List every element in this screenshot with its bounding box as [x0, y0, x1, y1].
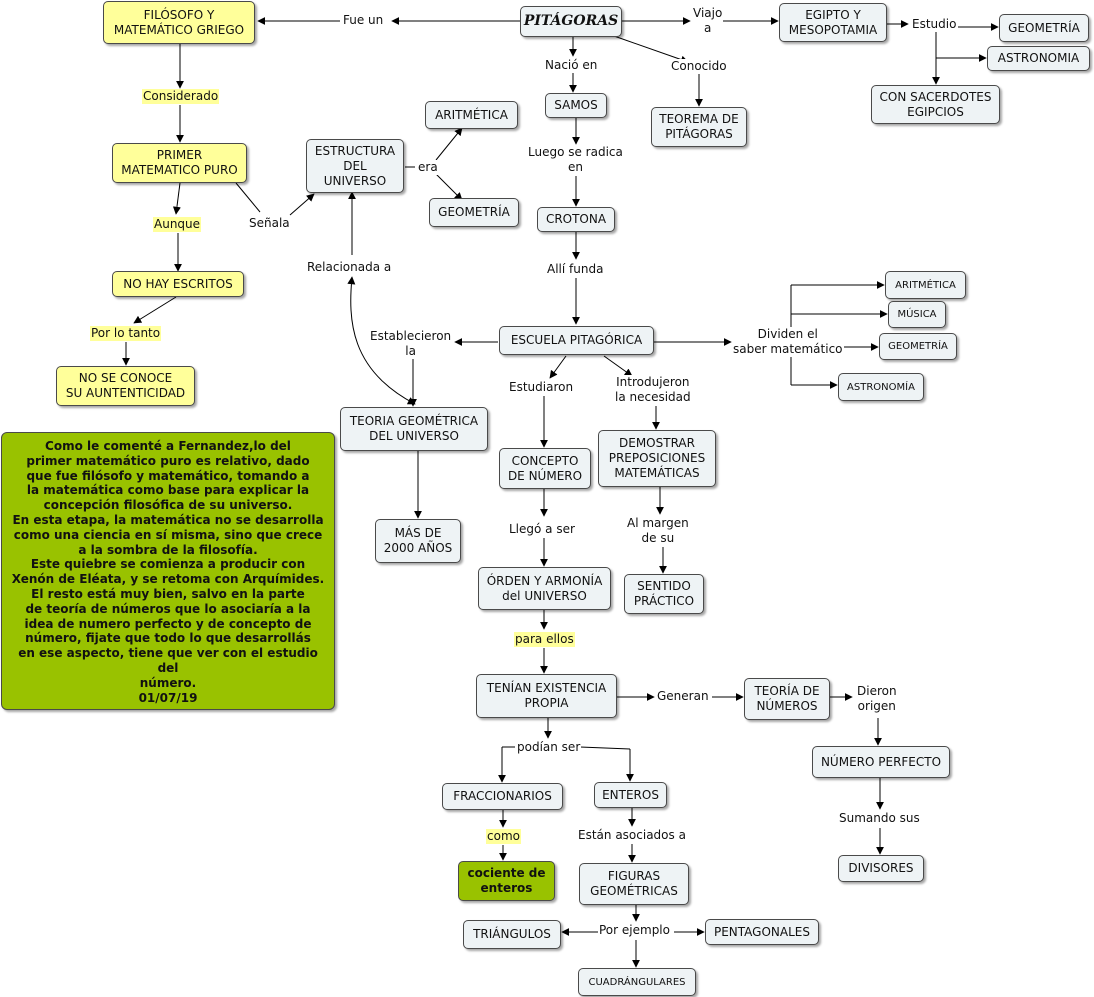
label-por-ejemplo: Por ejemplo [598, 923, 671, 938]
node-concepto-numero[interactable]: CONCEPTO DE NÚMERO [499, 448, 591, 489]
label-sumando-sus: Sumando sus [838, 811, 921, 826]
label-estudiaron: Estudiaron [508, 380, 575, 395]
node-numero-perfecto[interactable]: NÚMERO PERFECTO [812, 746, 950, 778]
label-era: era [417, 160, 439, 175]
label-al-margen: Al margen de su [626, 516, 690, 546]
label-luego-se-radica: Luego se radica en [527, 145, 624, 175]
node-teoria-geometrica[interactable]: TEORIA GEOMÉTRICA DEL UNIVERSO [340, 407, 488, 451]
node-aritmetica[interactable]: ARITMÉTICA [425, 101, 518, 129]
label-estan-asociados: Están asociados a [577, 828, 687, 843]
node-pentagonales[interactable]: PENTAGONALES [705, 919, 819, 945]
node-figuras-geometricas[interactable]: FIGURAS GEOMÉTRICAS [579, 863, 689, 905]
node-escuela-pitagorica[interactable]: ESCUELA PITAGÓRICA [499, 326, 654, 355]
label-dieron-origen: Dieron origen [856, 684, 898, 714]
label-por-lo-tanto: Por lo tanto [90, 326, 162, 341]
node-geometria-estudio[interactable]: GEOMETRÍA [999, 14, 1089, 42]
label-llego-a-ser: Llegó a ser [508, 522, 576, 537]
node-astronomia-small[interactable]: ASTRONOMÍA [838, 373, 924, 401]
label-relacionada-a: Relacionada a [306, 260, 393, 275]
node-geometria-era[interactable]: GEOMETRÍA [429, 198, 519, 227]
node-divisores[interactable]: DIVISORES [838, 855, 924, 882]
label-alli-funda: Allí funda [546, 262, 605, 277]
label-nacio-en: Nació en [544, 58, 599, 73]
label-como: como [486, 829, 521, 844]
label-estudio: Estudio [911, 17, 958, 32]
node-primer-matematico-puro[interactable]: PRIMER MATEMATICO PURO [112, 143, 247, 183]
label-conocido: Conocido [670, 59, 728, 74]
node-sacerdotes-egipcios[interactable]: CON SACERDOTES EGIPCIOS [871, 85, 1000, 124]
node-filosofo-matematico-griego[interactable]: FILÓSOFO Y MATEMÁTICO GRIEGO [103, 1, 255, 44]
node-musica-small[interactable]: MÚSICA [888, 301, 946, 328]
label-podian-ser: podían ser [516, 740, 582, 755]
label-establecieron-la: Establecieron la [369, 329, 453, 359]
label-considerado: Considerado [142, 89, 220, 104]
node-sentido-practico[interactable]: SENTIDO PRÁCTICO [624, 574, 704, 614]
node-crotona[interactable]: CROTONA [537, 207, 615, 232]
node-cuadrangulares[interactable]: CUADRÁNGULARES [578, 968, 696, 996]
label-senala: Señala [248, 216, 291, 231]
node-teoria-numeros[interactable]: TEORÍA DE NÚMEROS [744, 678, 830, 720]
node-enteros[interactable]: ENTEROS [594, 782, 667, 808]
node-samos[interactable]: SAMOS [545, 93, 607, 118]
comment-note[interactable]: Como le comenté a Fernandez,lo del prime… [1, 432, 335, 710]
node-astronomia-estudio[interactable]: ASTRONOMIA [987, 46, 1090, 71]
node-cociente-enteros[interactable]: cociente de enteros [458, 861, 555, 901]
node-demostrar-preposiciones[interactable]: DEMOSTRAR PREPOSICIONES MATEMÁTICAS [598, 430, 716, 487]
label-fue-un: Fue un [342, 13, 385, 28]
node-pitagoras[interactable]: PITÁGORAS [520, 6, 622, 37]
node-no-hay-escritos[interactable]: NO HAY ESCRITOS [112, 271, 244, 297]
node-geometria-small[interactable]: GEOMETRÍA [879, 333, 957, 360]
label-aunque: Aunque [153, 217, 202, 232]
label-dividen-saber: Dividen el saber matemático [732, 327, 844, 357]
label-introdujeron: Introdujeron la necesidad [614, 375, 692, 405]
node-tenian-existencia[interactable]: TENÍAN EXISTENCIA PROPIA [476, 674, 617, 718]
node-triangulos[interactable]: TRIÁNGULOS [463, 920, 561, 949]
node-fraccionarios[interactable]: FRACCIONARIOS [442, 783, 563, 810]
node-estructura-universo[interactable]: ESTRUCTURA DEL UNIVERSO [306, 139, 404, 193]
node-aritmetica-small[interactable]: ARITMÉTICA [885, 271, 966, 299]
node-mas-2000-anos[interactable]: MÁS DE 2000 AÑOS [375, 519, 461, 563]
node-no-se-conoce[interactable]: NO SE CONOCE SU AUNTENTICIDAD [56, 366, 195, 406]
node-teorema-pitagoras[interactable]: TEOREMA DE PITÁGORAS [651, 107, 747, 147]
label-viajo-a: Viajo a [692, 6, 724, 36]
node-orden-armonia[interactable]: ÓRDEN Y ARMONÍA del UNIVERSO [478, 567, 611, 610]
label-generan: Generan [656, 689, 710, 704]
node-egipto-mesopotamia[interactable]: EGIPTO Y MESOPOTAMIA [779, 3, 887, 42]
label-para-ellos: para ellos [514, 632, 575, 647]
